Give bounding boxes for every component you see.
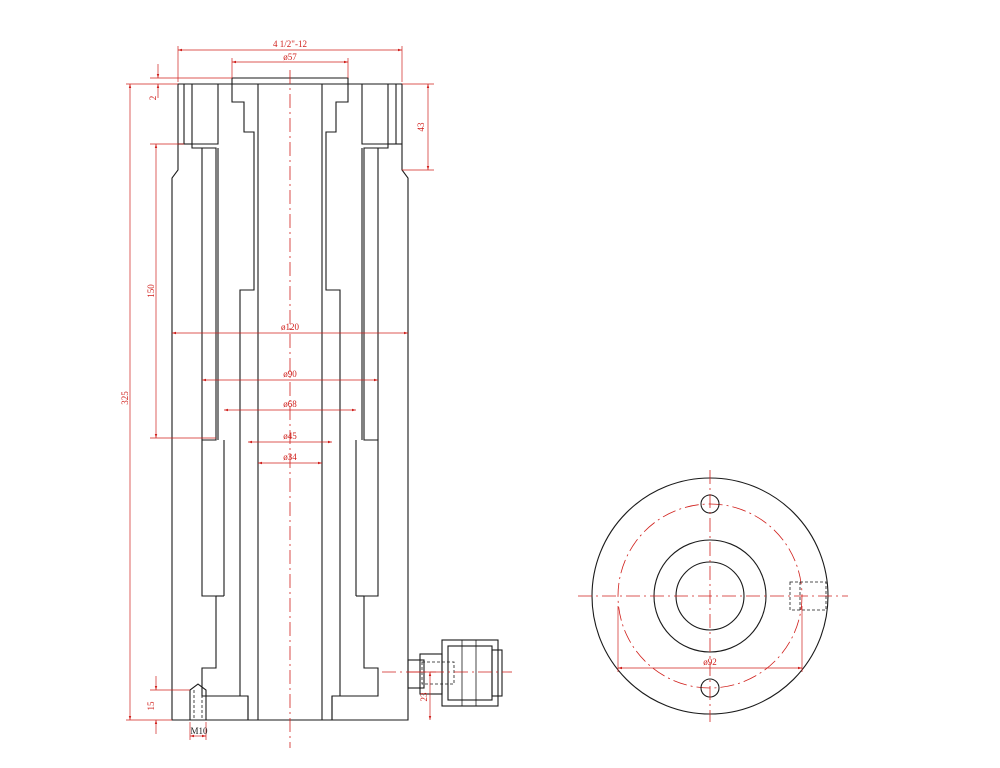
hydraulic-coupler <box>382 639 512 707</box>
plan-side-port <box>789 581 827 611</box>
dim-dia-68: ø68 <box>283 399 297 409</box>
plunger-head <box>232 77 349 300</box>
dim-dia-57: ø57 <box>283 52 297 62</box>
dim-dia-45: ø45 <box>283 431 297 441</box>
dim-length-325: 325 <box>120 391 130 405</box>
inner-sleeve-left <box>191 144 240 697</box>
cylinder-outer-outline <box>171 83 409 721</box>
m10-threaded-hole <box>189 683 207 720</box>
inner-sleeve-right <box>340 144 389 697</box>
plunger-left-wall <box>239 300 249 720</box>
plan-view: ø92 <box>578 470 848 722</box>
dim-length-43: 43 <box>416 122 426 132</box>
dim-length-150: 150 <box>146 284 156 298</box>
front-section-view: 4 1/2"-12 ø57 325 2 150 43 ø120 ø90 <box>120 39 512 748</box>
dim-length-23: 23 <box>419 692 429 702</box>
dim-dia-90: ø90 <box>283 369 297 379</box>
dim-length-15: 15 <box>146 701 156 711</box>
dim-dia-34: ø34 <box>283 452 297 462</box>
dim-thread-m10: M10 <box>190 726 208 736</box>
plunger-right-wall <box>331 300 341 720</box>
dim-thread-top: 4 1/2"-12 <box>273 39 307 49</box>
dim-dia-120: ø120 <box>281 322 300 332</box>
dim-dia-92: ø92 <box>703 657 717 667</box>
dim-length-2: 2 <box>148 96 158 101</box>
